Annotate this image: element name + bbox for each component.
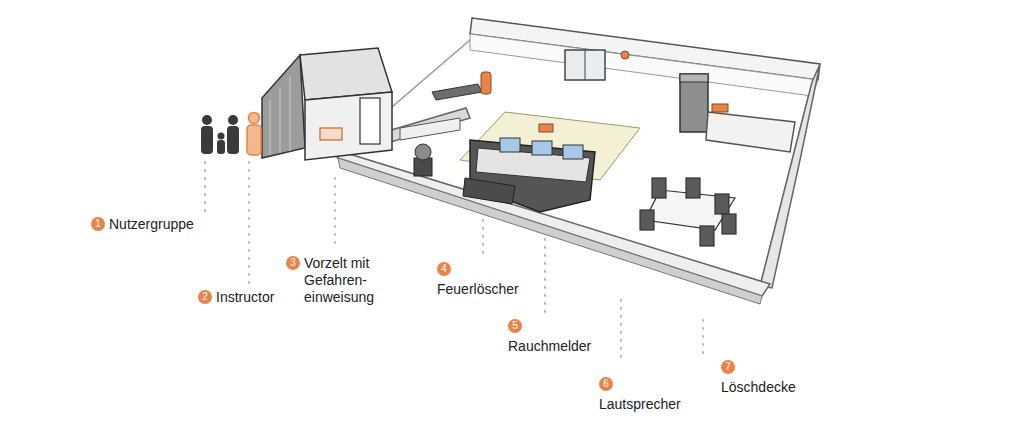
callout-label: Lautsprecher	[599, 396, 681, 413]
callout-number: 3	[286, 256, 300, 270]
callout-label: Löschdecke	[721, 379, 796, 396]
callout-label: Instructor	[216, 289, 274, 306]
callout-number: 6	[599, 377, 613, 391]
callout-label: Feuerlöscher	[437, 281, 519, 298]
callout-number: 5	[508, 319, 522, 333]
callout-label: Vorzelt mit Gefahren- einweisung	[304, 255, 388, 306]
callout-label: Nutzergruppe	[109, 216, 194, 233]
callout-number: 2	[198, 290, 212, 304]
callout-number: 1	[91, 217, 105, 231]
callout-number: 7	[721, 360, 735, 374]
callout-number: 4	[437, 262, 451, 276]
callout-label: Rauchmelder	[508, 338, 591, 355]
